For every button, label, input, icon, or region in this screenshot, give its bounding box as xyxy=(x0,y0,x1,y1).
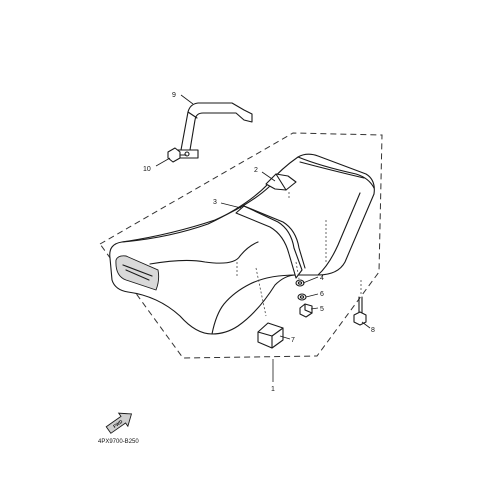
leader-line xyxy=(361,321,371,329)
callout-5: 5 xyxy=(320,306,324,313)
seat-bracket xyxy=(175,102,253,159)
callout-10: 10 xyxy=(143,166,151,173)
seat-bolt xyxy=(299,303,313,318)
seat-emblem xyxy=(265,173,297,191)
alignment-line xyxy=(295,261,300,280)
leader-line xyxy=(279,335,291,340)
callout-3: 3 xyxy=(213,199,217,206)
leader-line xyxy=(310,307,319,310)
cushion-pad xyxy=(257,322,284,349)
callout-8: 8 xyxy=(371,327,375,334)
seat-strap xyxy=(235,205,306,279)
callout-2: 2 xyxy=(254,167,258,174)
seat-damper xyxy=(295,279,305,287)
leader-line xyxy=(261,171,276,182)
callout-1: 1 xyxy=(271,386,275,393)
callout-9: 9 xyxy=(172,92,176,99)
forward-arrow-icon: FWD xyxy=(105,412,133,434)
callout-7: 7 xyxy=(291,337,295,344)
leader-line xyxy=(180,94,194,105)
callout-4: 4 xyxy=(320,275,324,282)
leader-line xyxy=(302,276,319,284)
flange-bolt xyxy=(167,147,187,163)
alignment-line xyxy=(255,267,267,317)
leader-line xyxy=(220,202,242,209)
seat-assembly-boundary xyxy=(99,132,383,359)
drawing-code: 4PX9700-B250 xyxy=(98,439,139,445)
seat-body xyxy=(109,153,375,335)
leader-line xyxy=(155,157,171,167)
leader-line xyxy=(305,293,319,298)
collar xyxy=(297,293,307,301)
forward-marker-label: FWD xyxy=(112,418,124,428)
callout-6: 6 xyxy=(320,291,324,298)
hex-bolt xyxy=(353,296,367,326)
